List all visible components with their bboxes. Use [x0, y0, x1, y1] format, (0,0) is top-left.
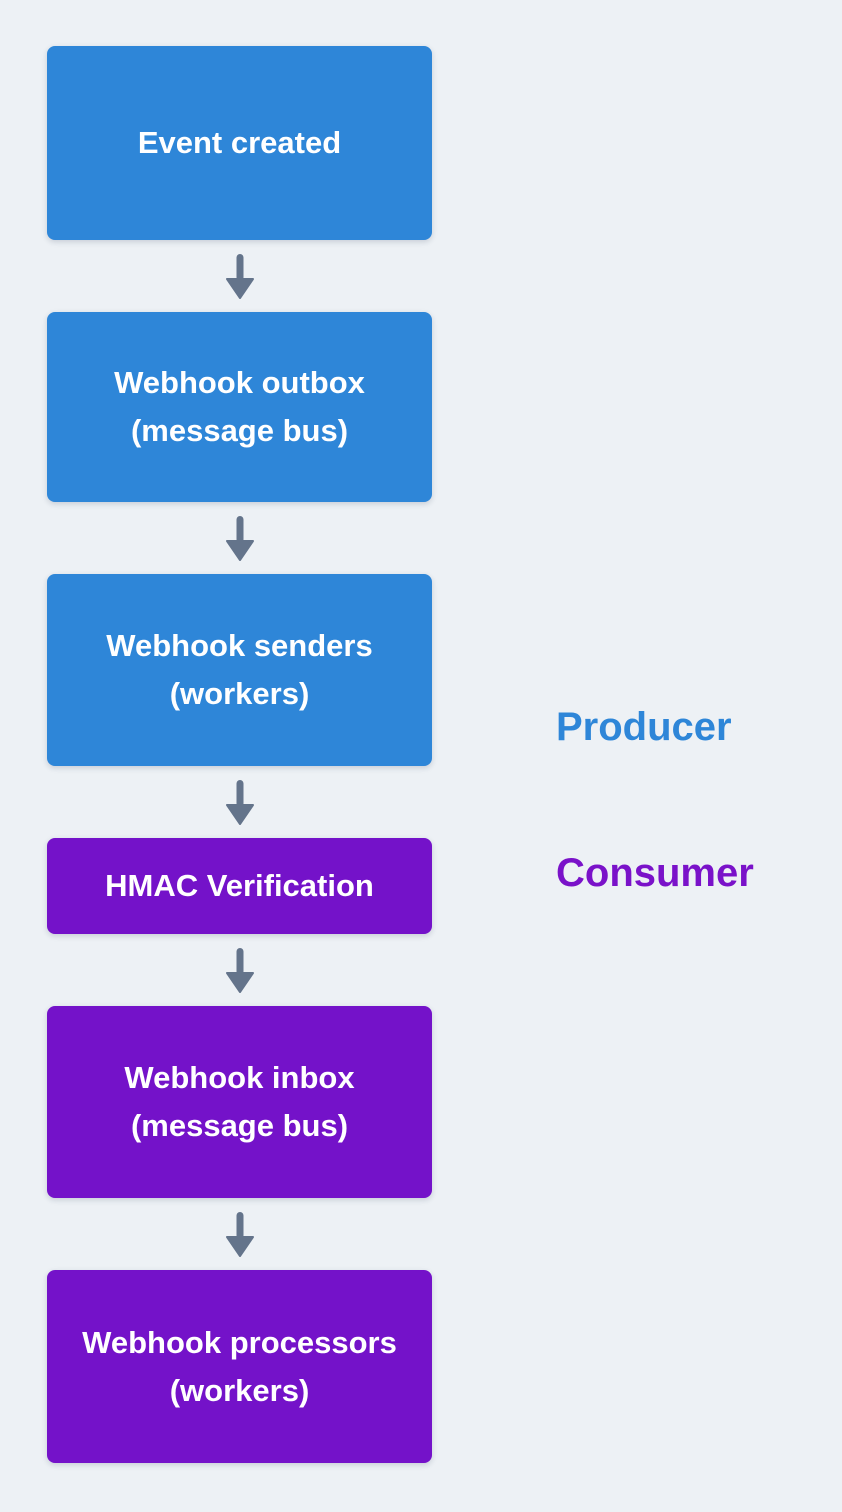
node-label: Webhook senders [106, 628, 373, 663]
node-sublabel: (message bus) [130, 1108, 349, 1143]
node-sublabel: (workers) [169, 676, 310, 711]
connector-4 [47, 934, 432, 1006]
node-webhook-processors: Webhook processors (workers) [47, 1270, 432, 1463]
flow-column: Event created Webhook outbox (message bu… [47, 46, 432, 1463]
node-sublabel: (workers) [169, 1372, 310, 1408]
producer-section-label: Producer [556, 705, 732, 749]
consumer-section-label: Consumer [556, 851, 754, 895]
node-webhook-inbox: Webhook inbox (message bus) [47, 1006, 432, 1198]
down-arrow-icon [225, 780, 254, 825]
node-webhook-senders: Webhook senders (workers) [47, 574, 432, 766]
connector-2 [47, 502, 432, 574]
node-webhook-outbox: Webhook outbox (message bus) [47, 312, 432, 502]
down-arrow-icon [225, 1212, 254, 1257]
node-label: Webhook processors [82, 1324, 397, 1360]
node-label: Webhook inbox [124, 1060, 355, 1095]
connector-5 [47, 1198, 432, 1270]
node-label: HMAC Verification [105, 868, 374, 903]
down-arrow-icon [225, 516, 254, 561]
down-arrow-icon [225, 948, 254, 993]
down-arrow-icon [225, 254, 254, 299]
node-label: Webhook outbox [114, 365, 365, 400]
node-label: Event created [137, 125, 342, 160]
node-hmac-verification: HMAC Verification [47, 838, 432, 934]
node-sublabel: (message bus) [130, 413, 349, 448]
connector-1 [47, 240, 432, 312]
connector-3 [47, 766, 432, 838]
node-event-created: Event created [47, 46, 432, 240]
